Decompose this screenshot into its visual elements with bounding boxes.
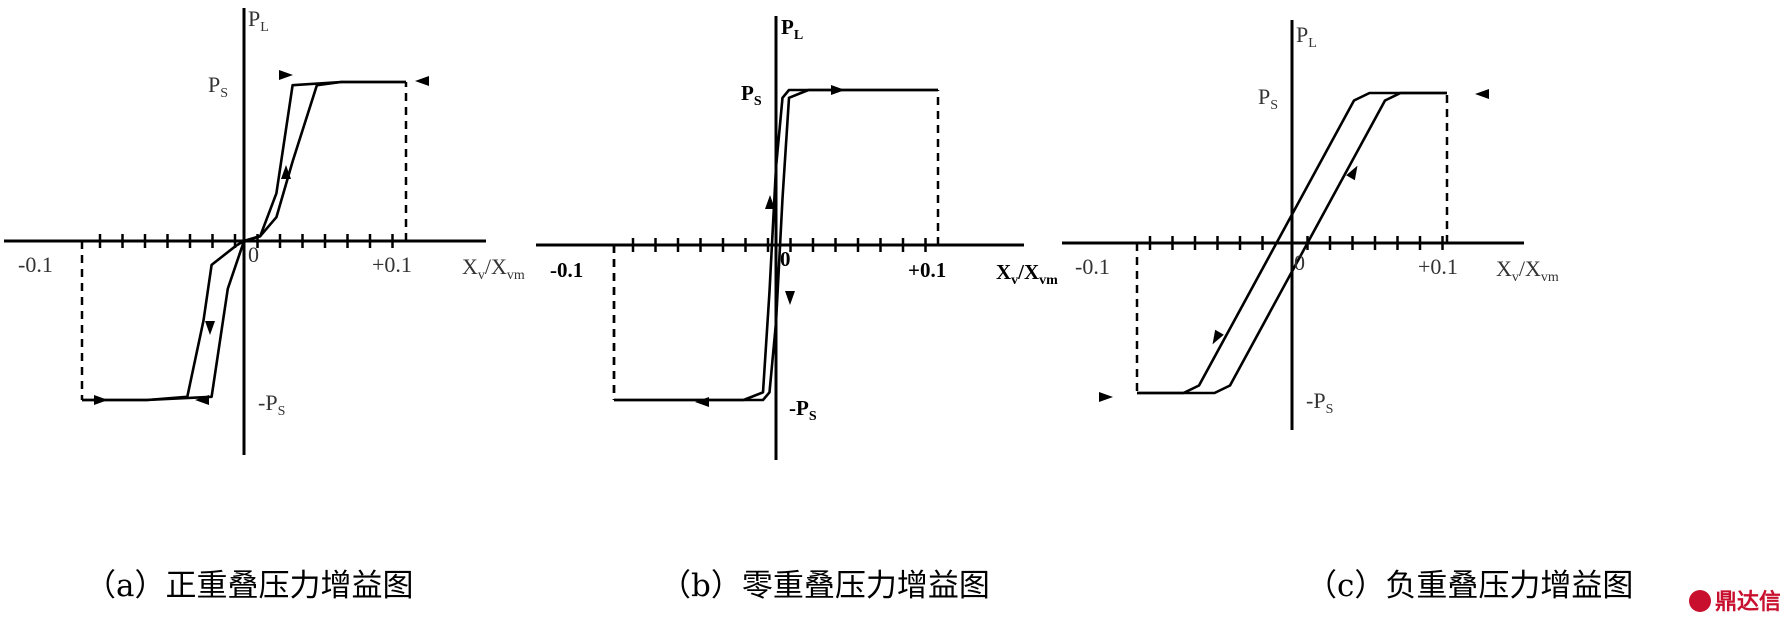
direction-arrow bbox=[831, 85, 845, 95]
direction-arrow bbox=[195, 395, 209, 405]
direction-arrow bbox=[1099, 392, 1113, 402]
origin-label: 0 bbox=[248, 242, 259, 267]
y-axis-label-subscript: L bbox=[1308, 36, 1317, 51]
y-axis-label: PL bbox=[781, 15, 803, 43]
neg-ps-label-subscript: S bbox=[809, 409, 817, 424]
direction-arrow bbox=[1475, 89, 1489, 99]
tick-label-neg: -0.1 bbox=[18, 252, 53, 277]
origin-label: 0 bbox=[1294, 250, 1305, 275]
hysteresis-branch-2 bbox=[82, 80, 406, 402]
direction-arrow bbox=[279, 70, 293, 80]
direction-arrow bbox=[94, 395, 108, 405]
x-axis-label-slash: /X bbox=[1519, 256, 1541, 281]
direction-arrow bbox=[415, 76, 429, 86]
x-axis-label-subscript-2: vm bbox=[1541, 270, 1559, 285]
x-axis-label: Xv/Xvm bbox=[1496, 256, 1559, 285]
tick-label-neg: -0.1 bbox=[550, 258, 583, 282]
ps-label: PS bbox=[208, 72, 228, 101]
neg-ps-label-subscript: S bbox=[1326, 402, 1334, 417]
ps-label-subscript: S bbox=[220, 86, 228, 101]
panel-c-negative-overlap: PL PS -PS -0.1 +0.1 0 Xv/Xvm bbox=[1062, 20, 1559, 430]
origin-label: 0 bbox=[780, 247, 791, 271]
direction-arrow bbox=[1346, 165, 1358, 181]
direction-arrow bbox=[281, 165, 291, 179]
x-axis-label-subscript-2: vm bbox=[1039, 273, 1058, 288]
neg-ps-label-subscript: S bbox=[278, 404, 286, 419]
watermark-text: 鼎达信 bbox=[1715, 589, 1780, 615]
direction-arrow bbox=[1212, 329, 1224, 345]
x-axis-label-subscript: v bbox=[478, 268, 485, 283]
direction-arrow bbox=[695, 397, 709, 407]
direction-arrow bbox=[765, 195, 775, 209]
x-axis-label-slash: /X bbox=[1017, 260, 1039, 284]
x-axis-label-subscript: v bbox=[1011, 273, 1018, 288]
tick-label-pos: +0.1 bbox=[1418, 254, 1458, 279]
y-axis-label: PL bbox=[248, 6, 269, 35]
neg-ps-label: -PS bbox=[1306, 388, 1333, 417]
x-axis-label-subscript: v bbox=[1512, 270, 1519, 285]
watermark-icon bbox=[1689, 590, 1711, 612]
direction-arrow bbox=[785, 291, 795, 305]
ps-label: PS bbox=[1258, 84, 1278, 113]
ps-label-subscript: S bbox=[1270, 98, 1278, 113]
panel-a-positive-overlap: PL PS -PS -0.1 +0.1 0 Xv/Xvm bbox=[4, 6, 525, 455]
neg-ps-label: -PS bbox=[258, 390, 285, 419]
x-axis-label: Xv/Xvm bbox=[462, 254, 525, 283]
tick-label-neg: -0.1 bbox=[1075, 254, 1110, 279]
caption-a: （a）正重叠压力增益图 bbox=[85, 568, 413, 604]
panel-b-zero-overlap: PL PS -PS -0.1 +0.1 0Xv/Xvm bbox=[536, 15, 1058, 460]
watermark-logo: 鼎达信 bbox=[1689, 589, 1780, 615]
x-axis-label: Xv/Xvm bbox=[996, 260, 1058, 288]
y-axis-label-subscript: L bbox=[260, 20, 269, 35]
hysteresis-branch-2 bbox=[614, 88, 938, 402]
y-axis-label: PL bbox=[1296, 22, 1317, 51]
ps-label: PS bbox=[741, 81, 762, 109]
caption-b: （b）零重叠压力增益图 bbox=[660, 568, 990, 604]
tick-label-pos: +0.1 bbox=[372, 252, 412, 277]
direction-arrow bbox=[205, 321, 215, 335]
y-axis-label-subscript: L bbox=[794, 28, 803, 43]
x-axis-label-subscript-2: vm bbox=[507, 268, 525, 283]
x-axis-label-slash: /X bbox=[485, 254, 507, 279]
neg-ps-label: -PS bbox=[789, 396, 817, 424]
caption-c: （c）负重叠压力增益图 bbox=[1306, 568, 1633, 604]
tick-label-pos: +0.1 bbox=[908, 258, 946, 282]
ps-label-subscript: S bbox=[754, 94, 762, 109]
hysteresis-branch-2 bbox=[1137, 91, 1447, 395]
